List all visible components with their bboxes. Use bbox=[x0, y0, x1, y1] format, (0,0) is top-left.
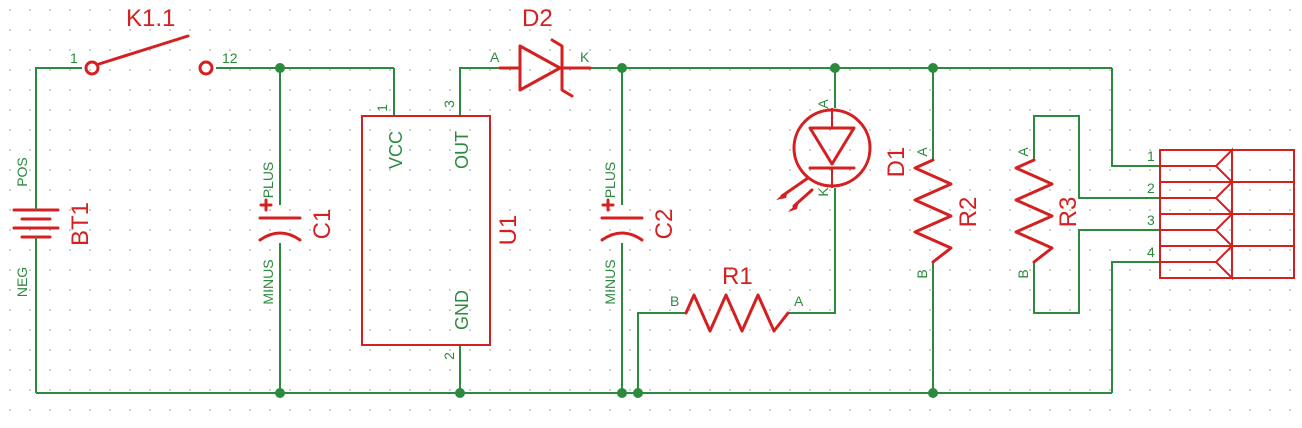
junction-dot bbox=[455, 388, 465, 398]
led-label: D1 bbox=[883, 147, 910, 178]
capacitor-curved-plate bbox=[258, 231, 302, 242]
ic-gnd-label: GND bbox=[452, 290, 472, 330]
connector-contact bbox=[1160, 147, 1233, 185]
junction-dot bbox=[928, 63, 938, 73]
resistor-zigzag bbox=[1014, 158, 1054, 264]
capacitor-curved-plate bbox=[600, 231, 644, 242]
resistor-pin-b: B bbox=[670, 293, 679, 309]
wire-r3-b bbox=[1033, 229, 1160, 314]
led-pin-a: A bbox=[815, 99, 831, 109]
resistor-r2[interactable]: R2 A B bbox=[913, 147, 982, 279]
wire-r1-a-to-d1k bbox=[788, 188, 836, 314]
switch-pin-1: 1 bbox=[70, 50, 78, 66]
resistor-r3[interactable]: R3 A B bbox=[1014, 147, 1082, 279]
capacitor-plus-label: PLUS bbox=[602, 162, 618, 199]
connector-header[interactable]: 1 2 3 4 bbox=[1147, 147, 1295, 281]
junction-dot bbox=[617, 63, 627, 73]
battery-neg-label: NEG bbox=[14, 267, 30, 297]
diode-label: D2 bbox=[522, 5, 553, 32]
junctions bbox=[275, 63, 938, 398]
diode-pin-k: K bbox=[580, 49, 590, 65]
connector-contact bbox=[1160, 179, 1233, 217]
wire-r1-b bbox=[637, 312, 686, 393]
junction-dot bbox=[275, 63, 285, 73]
resistor-pin-a: A bbox=[794, 293, 804, 309]
ic-u1[interactable]: VCC OUT GND U1 1 3 2 bbox=[361, 100, 522, 360]
resistor-pin-b: B bbox=[914, 269, 930, 278]
switch-lever bbox=[97, 34, 190, 66]
switch-contact bbox=[198, 60, 214, 76]
junction-dot bbox=[928, 388, 938, 398]
resistor-r1[interactable]: R1 B A bbox=[670, 263, 804, 333]
led-d1[interactable]: D1 A K bbox=[776, 99, 910, 212]
wires bbox=[35, 67, 1160, 394]
battery-pos-label: POS bbox=[14, 157, 30, 187]
switch-label: K1.1 bbox=[126, 5, 175, 32]
resistor-zigzag bbox=[913, 158, 953, 264]
led-arrowhead bbox=[788, 201, 799, 212]
diode-pin-a: A bbox=[490, 49, 500, 65]
resistor-pin-b: B bbox=[1015, 269, 1031, 278]
resistor-pin-a: A bbox=[1015, 147, 1031, 157]
connector-pin-2: 2 bbox=[1147, 180, 1155, 196]
battery-bt1[interactable]: BT1 POS NEG bbox=[12, 157, 94, 297]
wire-conn-1 bbox=[1111, 68, 1160, 167]
ic-pin-2: 2 bbox=[441, 352, 457, 360]
wire-conn-4 bbox=[1111, 261, 1160, 393]
connector-pin-3: 3 bbox=[1147, 212, 1155, 228]
connector-contact bbox=[1160, 211, 1233, 249]
junction-dot bbox=[617, 388, 627, 398]
resistor-label: R3 bbox=[1055, 197, 1082, 228]
capacitor-plus-label: PLUS bbox=[260, 162, 276, 199]
switch-pin-12: 12 bbox=[222, 50, 238, 66]
ic-body bbox=[361, 115, 491, 346]
diode-d2[interactable]: D2 A K bbox=[490, 5, 592, 98]
connector-pin-4: 4 bbox=[1147, 244, 1155, 260]
switch-k1[interactable]: K1.1 1 12 bbox=[70, 5, 238, 76]
connector-pin-1: 1 bbox=[1147, 148, 1155, 164]
ic-out-label: OUT bbox=[452, 131, 472, 169]
capacitor-c2[interactable]: C2 PLUS MINUS bbox=[600, 162, 678, 305]
junction-dot bbox=[830, 63, 840, 73]
capacitor-c1[interactable]: C1 PLUS MINUS bbox=[258, 162, 336, 305]
capacitor-minus-label: MINUS bbox=[602, 259, 618, 304]
led-arrowhead bbox=[776, 190, 788, 200]
wire-out-to-d2 bbox=[459, 67, 500, 116]
ic-label: U1 bbox=[495, 215, 522, 246]
wire-bt1-pos bbox=[35, 67, 82, 200]
resistor-zigzag bbox=[684, 293, 790, 333]
resistor-label: R1 bbox=[722, 263, 753, 290]
resistor-label: R2 bbox=[955, 197, 982, 228]
junction-dot bbox=[275, 388, 285, 398]
capacitor-minus-label: MINUS bbox=[260, 259, 276, 304]
resistor-pin-a: A bbox=[914, 147, 930, 157]
ic-vcc-label: VCC bbox=[386, 131, 406, 169]
connector-contact bbox=[1160, 243, 1233, 281]
capacitor-label: C1 bbox=[309, 209, 336, 240]
switch-contact bbox=[84, 60, 100, 76]
diode-triangle bbox=[518, 44, 562, 92]
ic-pin-1: 1 bbox=[374, 104, 390, 112]
junction-dot bbox=[633, 388, 643, 398]
wire-r3-a bbox=[1033, 115, 1160, 199]
capacitor-label: C2 bbox=[651, 209, 678, 240]
led-pin-k: K bbox=[815, 187, 831, 197]
battery-label: BT1 bbox=[67, 202, 94, 246]
ic-pin-3: 3 bbox=[441, 100, 457, 108]
